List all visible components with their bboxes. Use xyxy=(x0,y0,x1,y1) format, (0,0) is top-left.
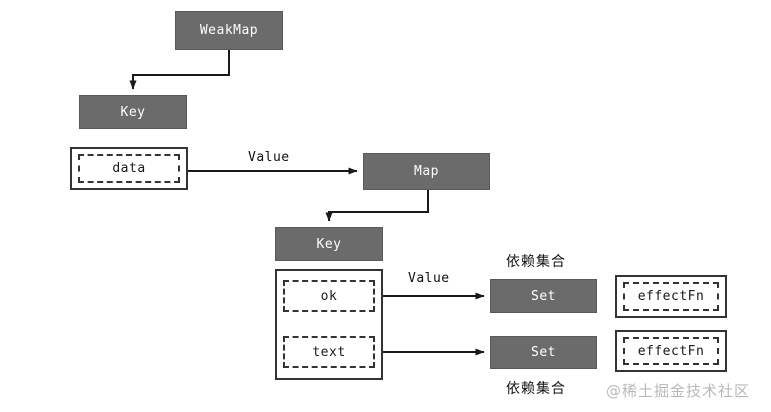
value-label-bottom-text: Value xyxy=(408,271,450,286)
node-set-bottom-label: Set xyxy=(531,345,556,360)
node-key-bottom-label: Key xyxy=(316,236,342,252)
node-weakmap: WeakMap xyxy=(175,11,283,50)
node-map: Map xyxy=(363,153,490,190)
node-set-bottom: Set xyxy=(490,336,597,369)
dep-set-label-top-text: 依赖集合 xyxy=(506,254,566,270)
watermark-text: @稀土掘金技术社区 xyxy=(606,382,751,400)
dep-set-label-bottom: 依赖集合 xyxy=(506,378,566,398)
slot-effectfn-bottom-label: effectFn xyxy=(637,343,705,359)
slot-data-label: data xyxy=(112,161,146,176)
slot-effectfn-top-label: effectFn xyxy=(637,289,705,304)
node-set-top-label: Set xyxy=(531,288,556,304)
value-label-bottom: Value xyxy=(408,271,450,286)
node-key-top-label: Key xyxy=(120,104,146,120)
dep-set-label-bottom-text: 依赖集合 xyxy=(506,381,566,397)
value-label-top-text: Value xyxy=(248,150,290,165)
slot-effectfn-bottom: effectFn xyxy=(623,337,719,365)
slot-text-label: text xyxy=(312,344,346,360)
node-key-bottom: Key xyxy=(275,227,383,261)
dep-set-label-top: 依赖集合 xyxy=(506,251,566,271)
node-key-top: Key xyxy=(79,95,187,129)
node-set-top: Set xyxy=(490,279,597,313)
wire-map-to-key2 xyxy=(325,190,429,222)
slot-data: data xyxy=(78,154,180,183)
slot-ok: ok xyxy=(283,280,375,312)
watermark: @稀土掘金技术社区 xyxy=(606,380,750,401)
wire-weakmap-to-key xyxy=(129,50,230,90)
slot-text: text xyxy=(283,336,375,368)
slot-ok-label: ok xyxy=(320,288,338,304)
slot-effectfn-top: effectFn xyxy=(623,282,719,311)
value-label-top: Value xyxy=(248,150,290,165)
node-weakmap-label: WeakMap xyxy=(199,23,259,38)
node-map-label: Map xyxy=(414,164,439,179)
